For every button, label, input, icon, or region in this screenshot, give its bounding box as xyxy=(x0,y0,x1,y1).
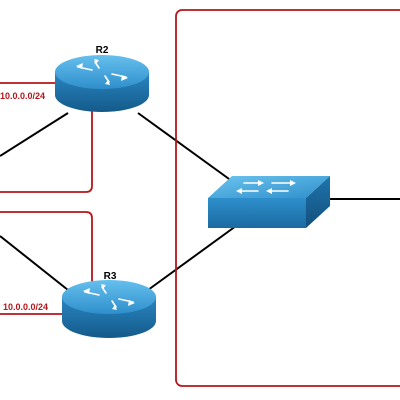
switch-front xyxy=(208,198,306,228)
router-r2-label: R2 xyxy=(96,45,109,56)
switch-top xyxy=(208,176,330,198)
router-r3[interactable]: R3 xyxy=(62,271,156,338)
router-r3-top xyxy=(62,280,156,314)
router-r3-label: R3 xyxy=(104,271,117,282)
router-r2[interactable]: R2 xyxy=(55,45,149,112)
link-left-r2 xyxy=(0,112,69,157)
switch-arrows-icon xyxy=(236,180,296,194)
router-r2-top xyxy=(55,55,149,89)
link-r3-switch xyxy=(147,225,237,291)
link-r2-switch xyxy=(137,112,237,185)
link-left-r3 xyxy=(0,235,69,291)
router-arrows-icon xyxy=(76,59,128,85)
switch-side xyxy=(306,176,330,228)
router-r2-network-label: 10.0.0.0/24 xyxy=(0,91,45,101)
router-r3-network-label: 10.0.0.0/24 xyxy=(3,302,48,312)
router-arrows-icon xyxy=(83,284,135,310)
switch[interactable] xyxy=(208,176,330,228)
highlight-right-box xyxy=(175,9,400,387)
